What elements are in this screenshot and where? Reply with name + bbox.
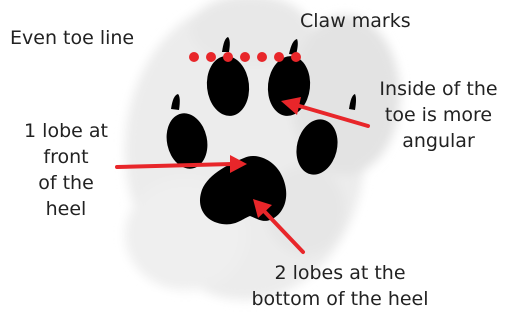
label-front-lobe-line-2: front <box>12 144 120 170</box>
label-even-toe-line: Even toe line <box>10 25 134 51</box>
snow-background <box>125 0 400 300</box>
label-claw-marks: Claw marks <box>300 8 411 34</box>
label-bottom-lobes: 2 lobes at the bottom of the heel <box>216 260 464 312</box>
label-bottom-lobes-line-1: 2 lobes at the <box>216 260 464 286</box>
label-inside-toe-line-3: angular <box>365 128 512 154</box>
label-front-lobe: 1 lobe at front of the heel <box>12 118 120 222</box>
label-inside-toe-line-2: toe is more <box>365 102 512 128</box>
label-inside-toe: Inside of the toe is more angular <box>365 76 512 154</box>
label-bottom-lobes-line-2: bottom of the heel <box>216 286 464 312</box>
label-front-lobe-line-1: 1 lobe at <box>12 118 120 144</box>
label-inside-toe-line-1: Inside of the <box>365 76 512 102</box>
label-front-lobe-line-3: of the <box>12 170 120 196</box>
label-front-lobe-line-4: heel <box>12 196 120 222</box>
